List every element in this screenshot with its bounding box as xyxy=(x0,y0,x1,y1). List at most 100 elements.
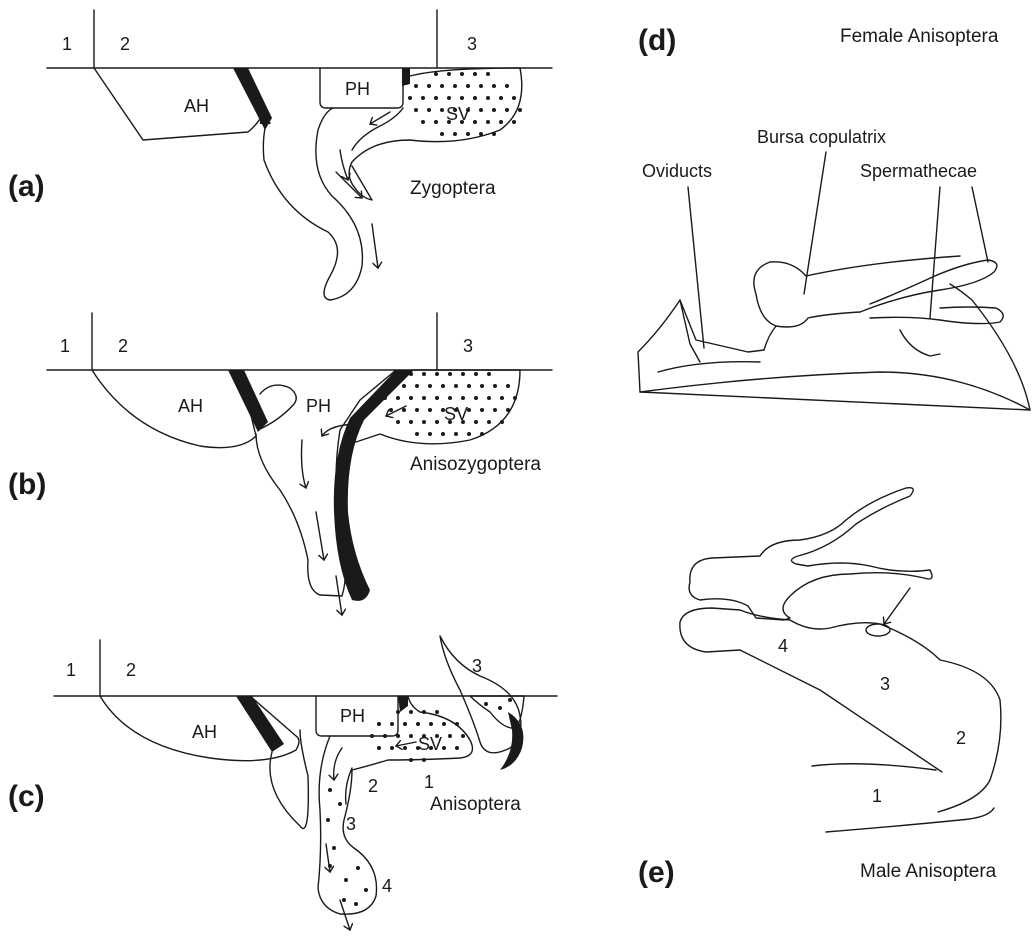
panel-b-arrow-4 xyxy=(316,512,324,560)
stipple-dot xyxy=(435,710,439,714)
panel-b-ph-label: PH xyxy=(306,396,331,416)
stipple-dot xyxy=(486,96,490,100)
stipple-dot xyxy=(403,746,407,750)
panel-a-ph-label: PH xyxy=(345,79,370,99)
stipple-dot xyxy=(416,722,420,726)
stipple-dot xyxy=(429,746,433,750)
panel-e-segment-2: 2 xyxy=(956,728,966,748)
stipple-dot xyxy=(421,120,425,124)
stipple-dot xyxy=(454,408,458,412)
stipple-dot xyxy=(461,396,465,400)
panel-b-black-band xyxy=(228,370,268,432)
stipple-dot xyxy=(370,734,374,738)
panel-a-anterior-hamule xyxy=(94,68,264,140)
stipple-dot xyxy=(480,384,484,388)
stipple-dot xyxy=(466,108,470,112)
panel-a-taxon: Zygoptera xyxy=(410,178,496,199)
stipple-dot xyxy=(422,758,426,762)
stipple-dot xyxy=(508,698,512,702)
panel-c-arrow-4 xyxy=(340,900,350,930)
stipple-dot xyxy=(460,96,464,100)
panel-c-penis-seg-2: 2 xyxy=(368,776,378,796)
stipple-dot xyxy=(447,120,451,124)
panel-b-black-band-2 xyxy=(334,370,414,601)
panel-c-ligula-label: L xyxy=(262,719,275,746)
stipple-dot xyxy=(474,420,478,424)
stipple-dot xyxy=(409,710,413,714)
panel-d-bursa xyxy=(754,256,960,350)
panel-b-segment-1: 1 xyxy=(60,336,70,356)
stipple-dot xyxy=(428,432,432,436)
stipple-dot xyxy=(409,758,413,762)
panel-b-tag: (b) xyxy=(8,468,46,501)
stipple-dot xyxy=(342,898,346,902)
panel-b-taxon: Anisozygoptera xyxy=(410,454,541,475)
stipple-dot xyxy=(415,408,419,412)
stipple-dot xyxy=(461,372,465,376)
panel-c-segment-2: 2 xyxy=(126,660,136,680)
stipple-dot xyxy=(328,788,332,792)
stipple-dot xyxy=(441,408,445,412)
stipple-dot xyxy=(422,710,426,714)
panel-b-ah-label: AH xyxy=(178,396,203,416)
stipple-dot xyxy=(442,722,446,726)
stipple-dot xyxy=(448,372,452,376)
stipple-dot xyxy=(396,396,400,400)
stipple-dot xyxy=(500,396,504,400)
panel-a-arrow-4 xyxy=(372,224,378,268)
stipple-dot xyxy=(492,108,496,112)
stipple-dot xyxy=(480,408,484,412)
stipple-dot xyxy=(415,432,419,436)
stipple-dot xyxy=(499,120,503,124)
panel-e-pointer-arrow xyxy=(884,588,910,624)
stipple-dot xyxy=(473,96,477,100)
panel-c-taxon: Anisoptera xyxy=(430,794,521,815)
panel-c-ah-label: AH xyxy=(192,722,217,742)
stipple-dot xyxy=(328,864,332,868)
stipple-dot xyxy=(402,384,406,388)
stipple-dot xyxy=(487,396,491,400)
panel-b-seminal-vesicle xyxy=(356,370,520,444)
panel-e-segment-4: 4 xyxy=(778,636,788,656)
stipple-dot xyxy=(441,384,445,388)
stipple-dot xyxy=(409,372,413,376)
panel-a-arrow-2 xyxy=(340,150,348,180)
panel-d-spermathecae-label: Spermathecae xyxy=(860,161,977,181)
stipple-dot xyxy=(487,420,491,424)
panel-c: (c) Anisoptera 1 2 3 AH L PH SV 1 2 3 4 xyxy=(8,636,557,930)
stipple-dot xyxy=(396,734,400,738)
stipple-dot xyxy=(403,722,407,726)
panel-e: (e) Male Anisoptera 1 2 3 4 xyxy=(638,488,1001,889)
stipple-dot xyxy=(427,108,431,112)
stipple-dot xyxy=(461,420,465,424)
stipple-dot xyxy=(364,888,368,892)
stipple-dot xyxy=(408,96,412,100)
stipple-dot xyxy=(389,384,393,388)
panel-d-spermathecae xyxy=(860,260,1003,356)
panel-c-ph-label: PH xyxy=(340,706,365,726)
stipple-dot xyxy=(434,96,438,100)
panel-c-penis-seg-1: 1 xyxy=(424,772,434,792)
panel-a-ligula-label: L xyxy=(258,103,271,130)
stipple-dot xyxy=(409,396,413,400)
panel-a-segment-1: 1 xyxy=(62,34,72,54)
stipple-dot xyxy=(344,878,348,882)
stipple-dot xyxy=(498,706,502,710)
stipple-dot xyxy=(484,702,488,706)
stipple-dot xyxy=(486,120,490,124)
stipple-dot xyxy=(326,818,330,822)
stipple-dot xyxy=(427,84,431,88)
panel-b-anterior-hamule xyxy=(92,370,256,448)
stipple-dot xyxy=(377,746,381,750)
stipple-dot xyxy=(428,408,432,412)
stipple-dot xyxy=(415,384,419,388)
panel-a: (a) Zygoptera 1 2 3 L PH SV xyxy=(8,10,552,300)
stipple-dot xyxy=(492,84,496,88)
panel-d-body xyxy=(638,284,1030,410)
panel-c-seg3-outline xyxy=(440,636,521,753)
stipple-dot xyxy=(422,420,426,424)
panel-a-ah-label: AH xyxy=(184,96,209,116)
stipple-dot xyxy=(429,722,433,726)
panel-d-tag: (d) xyxy=(638,24,676,57)
panel-e-taxon: Male Anisoptera xyxy=(860,861,997,882)
